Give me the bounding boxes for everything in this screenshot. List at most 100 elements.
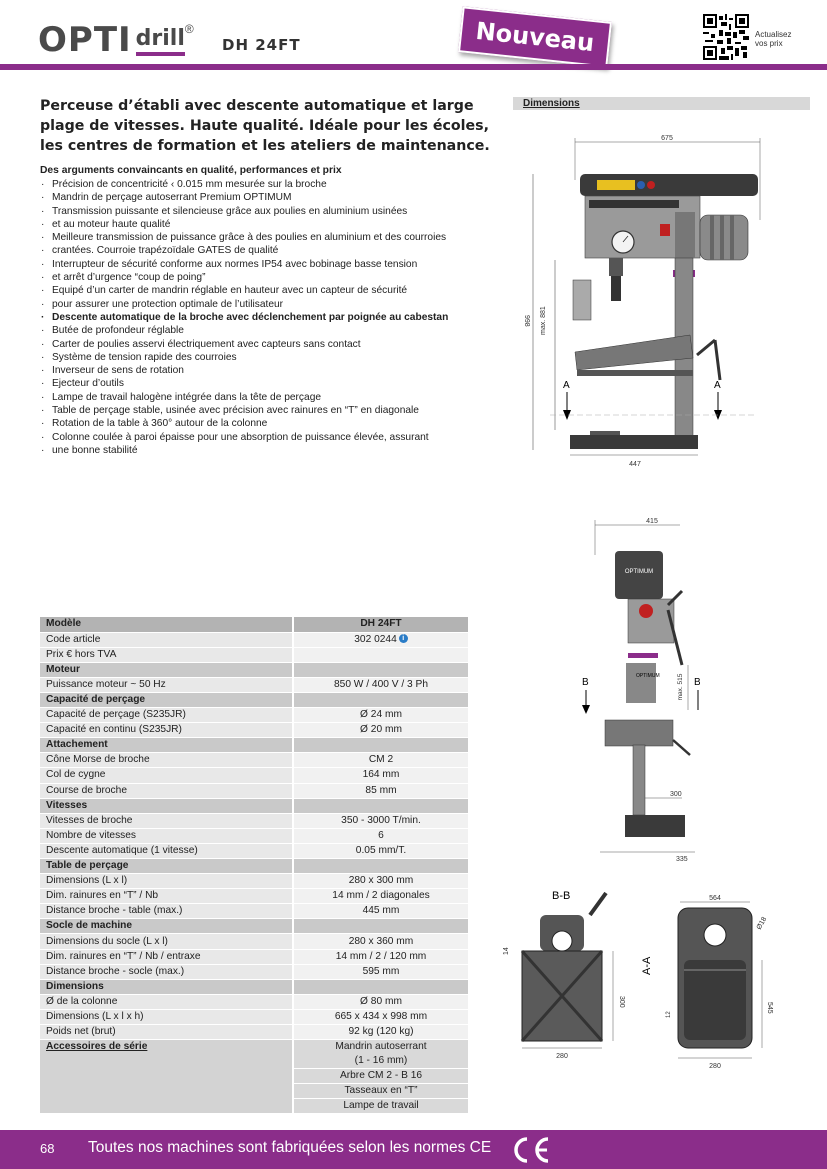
- side-column-dimension: 300: [670, 791, 682, 798]
- page-footer: 68 Toutes nos machines sont fabriquées s…: [0, 1130, 827, 1169]
- spec-value: 280 x 360 mm: [292, 933, 468, 950]
- table-section-row: Vitesses: [40, 798, 468, 814]
- spec-value-text: 164 mm: [362, 769, 400, 781]
- section-aa-diameter: Ø18: [756, 916, 769, 931]
- spec-value: [292, 979, 468, 995]
- spec-label: Nombre de vitesses: [40, 828, 293, 844]
- side-base-dimension: 335: [676, 856, 688, 863]
- spec-value-text: 350 - 3000 T/min.: [341, 814, 421, 826]
- section-aa-small-dim: 12: [666, 1011, 672, 1018]
- section-aa-drawing: 564 Ø18 A-A 12 545 280: [641, 895, 773, 1070]
- spec-value: 665 x 434 x 998 mm: [292, 1009, 468, 1026]
- accessory-line: Tasseaux en “T”: [344, 1085, 418, 1097]
- spec-label: Attachement: [40, 737, 293, 754]
- section-bb-width-dim: 280: [556, 1053, 568, 1060]
- accessory-row: Tasseaux en “T”: [40, 1083, 468, 1100]
- accessory-line: Arbre CM 2 - B 16: [339, 1070, 423, 1082]
- spec-value-text: 14 mm / 2 / 120 mm: [335, 950, 427, 962]
- front-max-dimension: max. 881: [540, 306, 547, 335]
- spec-label: Dimensions du socle (L x l): [40, 933, 293, 950]
- spec-label: Col de cygne: [40, 767, 293, 784]
- feature-item: Table de perçage stable, usinée avec pré…: [40, 404, 480, 418]
- spec-value-text: 280 x 300 mm: [348, 875, 414, 887]
- table-row: Prix € hors TVA: [40, 647, 468, 663]
- model-label: Modèle: [40, 617, 293, 633]
- footer-statement: Toutes nos machines sont fabriquées selo…: [88, 1139, 492, 1156]
- spec-value: 350 - 3000 T/min.: [292, 813, 468, 829]
- section-bb-drawing: B-B 14 300 280: [503, 890, 625, 1060]
- table-row: Vitesses de broche 350 - 3000 T/min.: [40, 813, 468, 829]
- table-section-row: Moteur: [40, 662, 468, 678]
- front-base-dimension: 447: [629, 461, 641, 468]
- side-brand-label: OPTIMUM: [625, 569, 653, 575]
- section-aa-height-dim: 545: [766, 1002, 773, 1014]
- feature-item: Lampe de travail halogène intégrée dans …: [40, 391, 480, 405]
- spec-label: Dim. rainures en “T” / Nb / entraxe: [40, 949, 293, 965]
- feature-item: Transmission puissante et silencieuse gr…: [40, 205, 480, 219]
- feature-item: et arrêt d’urgence “coup de poing”: [40, 271, 480, 285]
- spec-label: Descente automatique (1 vitesse): [40, 843, 293, 860]
- feature-item: Meilleure transmission de puissance grâc…: [40, 231, 480, 245]
- model-value: DH 24FT: [292, 617, 468, 633]
- feature-item: Ejecteur d’outils: [40, 377, 480, 391]
- front-section-a-left: A: [563, 380, 570, 391]
- table-row: Dim. rainures en “T” / Nb / entraxe 14 mm…: [40, 949, 468, 965]
- nouveau-badge: Nouveau: [458, 6, 612, 68]
- table-row: Distance broche - socle (max.)595 mm: [40, 964, 468, 980]
- accessory-line: (1 - 16 mm): [354, 1055, 408, 1067]
- spec-value: 92 kg (120 kg): [292, 1024, 468, 1041]
- table-row: Capacité en continu (S235JR)Ø 20 mm: [40, 722, 468, 739]
- page-number: 68: [40, 1141, 55, 1156]
- accessory-item: Lampe de travail: [292, 1098, 468, 1115]
- feature-item: Carter de poulies asservi électriquement…: [40, 338, 480, 352]
- spec-label: Distance broche - table (max.): [40, 903, 293, 920]
- table-row-model: Modèle DH 24FT: [40, 617, 468, 633]
- ce-mark-icon: [514, 1137, 549, 1163]
- feature-item: Butée de profondeur réglable: [40, 324, 480, 338]
- spec-label: Vitesses de broche: [40, 813, 293, 829]
- spec-label: Code article: [40, 632, 293, 648]
- feature-item: Equipé d’un carter de mandrin réglable e…: [40, 284, 480, 298]
- spec-value-text: 92 kg (120 kg): [348, 1026, 414, 1038]
- spec-value-text: Ø 24 mm: [360, 709, 402, 721]
- side-view-drawing: 415 OPTIMUM OPTIMUM max. 515 B B 300 335: [582, 518, 700, 863]
- spec-value: Ø 80 mm: [292, 994, 468, 1010]
- feature-item: crantées. Courroie trapézoïdale GATES de…: [40, 244, 480, 258]
- spec-value: 164 mm: [292, 767, 468, 784]
- spec-label: Ø de la colonne: [40, 994, 293, 1010]
- logo-opti-text: OPTI: [38, 20, 132, 60]
- section-aa-width-dim: 280: [709, 1063, 721, 1070]
- spec-value: 0.05 mm/T.: [292, 843, 468, 860]
- qr-code-icon[interactable]: [703, 14, 749, 60]
- svg-text:OPTIMUM: OPTIMUM: [636, 673, 660, 679]
- spec-value: 280 x 300 mm: [292, 873, 468, 890]
- spec-value-text: Ø 20 mm: [360, 724, 402, 736]
- spec-value: [292, 798, 468, 814]
- spec-value: [292, 647, 468, 663]
- header-accent-bar: [0, 64, 827, 70]
- intro-title: Perceuse d’établi avec descente automati…: [40, 98, 490, 154]
- optidrill-logo: OPTI drill ®: [38, 20, 194, 60]
- info-icon[interactable]: i: [398, 634, 408, 644]
- accessory-item: Arbre CM 2 - B 16: [292, 1068, 468, 1085]
- spec-label: Cône Morse de broche: [40, 752, 293, 769]
- spec-label: Table de perçage: [40, 858, 293, 875]
- spec-label: Dimensions (L x l): [40, 873, 293, 890]
- spec-label: Dimensions: [40, 979, 293, 995]
- table-row: Dimensions du socle (L x l)280 x 360 mm: [40, 933, 468, 950]
- spec-label: Dim. rainures en “T” / Nb: [40, 888, 293, 905]
- table-row: Dimensions (L x l x h)665 x 434 x 998 mm: [40, 1009, 468, 1026]
- table-section-row: Socle de machine: [40, 918, 468, 935]
- spec-label: Poids net (brut): [40, 1024, 293, 1041]
- feature-item: Rotation de la table à 360° autour de la…: [40, 417, 480, 431]
- table-row: Distance broche - table (max.)445 mm: [40, 903, 468, 920]
- spec-value-text: CM 2: [368, 754, 394, 766]
- spec-label: Capacité de perçage (S235JR): [40, 707, 293, 724]
- spec-label: Moteur: [40, 662, 293, 678]
- feature-item: une bonne stabilité: [40, 444, 480, 458]
